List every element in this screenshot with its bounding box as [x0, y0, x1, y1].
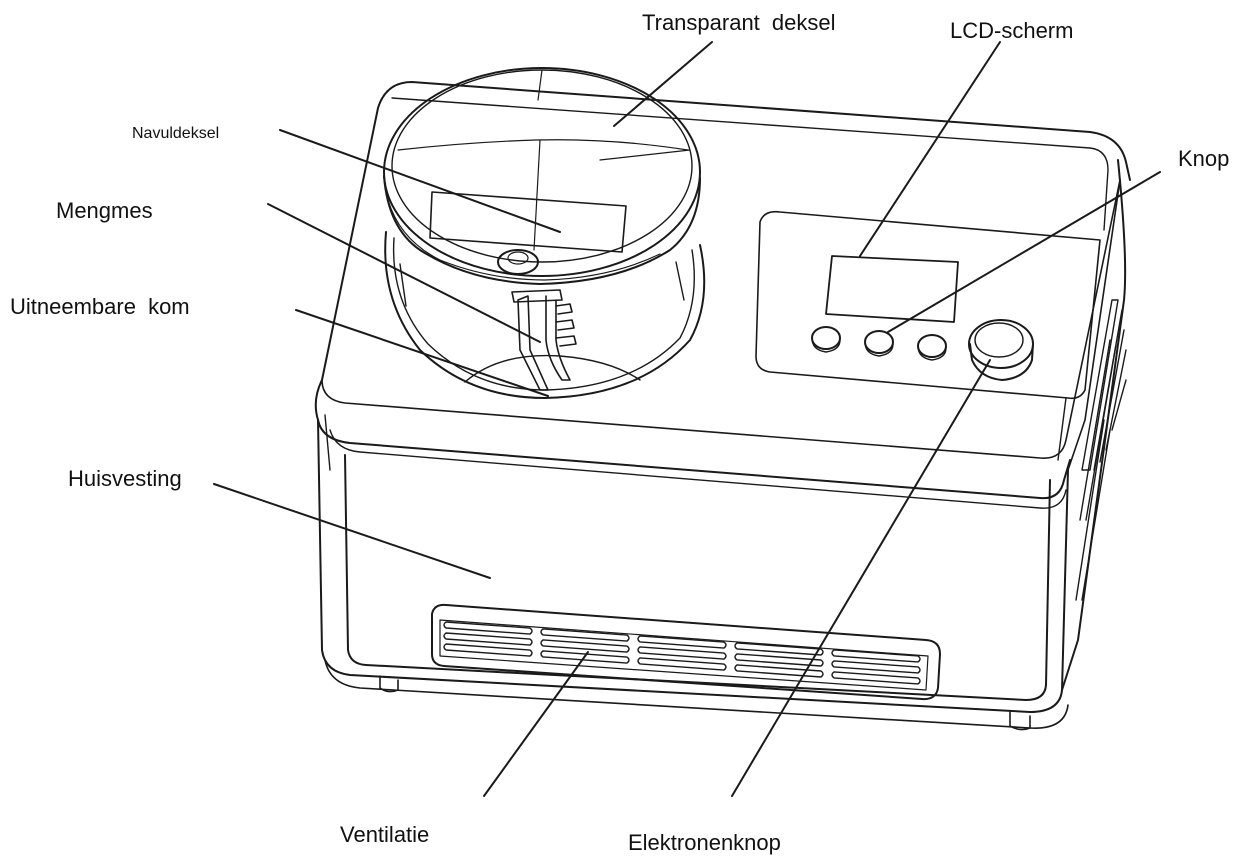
vent-slot	[637, 646, 727, 660]
vent-slot	[443, 632, 533, 646]
button-3	[917, 334, 947, 361]
housing	[317, 159, 1127, 731]
vent-slot	[443, 621, 533, 635]
vent-slot	[734, 653, 824, 667]
leader-lines	[213, 41, 1161, 797]
label-knop: Knop	[1178, 146, 1230, 171]
front-vent	[431, 603, 941, 701]
control-panel	[811, 255, 1034, 381]
vent-slot	[540, 650, 630, 664]
vent-slot	[540, 628, 630, 642]
vent-slot	[637, 657, 727, 671]
label-lcd-scherm: LCD-scherm	[950, 18, 1074, 43]
vent-slot	[443, 643, 533, 657]
leader-huisvesting	[213, 483, 491, 579]
leader-navuldeksel	[279, 129, 561, 233]
vent-slots	[443, 621, 921, 685]
leader-transparant-deksel	[613, 41, 713, 127]
leader-mengmes	[267, 203, 541, 343]
label-transparant-deksel: Transparant deksel	[642, 10, 836, 35]
label-uitneembare-kom: Uitneembare kom	[10, 294, 190, 319]
leader-ventilatie	[483, 651, 589, 797]
leader-lcd-scherm	[859, 41, 1001, 257]
vent-slot	[637, 635, 727, 649]
vent-slot	[734, 642, 824, 656]
button-1	[811, 326, 841, 353]
vent-slot	[540, 639, 630, 653]
mixing-paddle	[511, 289, 577, 391]
top-panel	[314, 81, 1131, 509]
vent-slot	[831, 671, 921, 685]
label-huisvesting: Huisvesting	[68, 466, 182, 491]
leader-elektronenknop	[731, 359, 991, 797]
vent-slot	[831, 649, 921, 663]
label-elektronenknop: Elektronenknop	[628, 830, 781, 855]
vent-slot	[734, 664, 824, 678]
vent-slot	[831, 660, 921, 674]
lcd-screen	[825, 255, 959, 323]
leader-knop	[887, 171, 1161, 333]
leader-uitneembare-kom	[295, 309, 549, 397]
label-ventilatie: Ventilatie	[340, 822, 430, 847]
transparent-lid	[383, 67, 701, 285]
side-vent-grille	[1075, 299, 1127, 601]
button-2	[864, 330, 894, 357]
label-navuldeksel: Navuldeksel	[132, 125, 220, 142]
rotary-knob	[968, 319, 1034, 381]
refill-opening	[429, 191, 627, 253]
label-mengmes: Mengmes	[56, 198, 153, 223]
